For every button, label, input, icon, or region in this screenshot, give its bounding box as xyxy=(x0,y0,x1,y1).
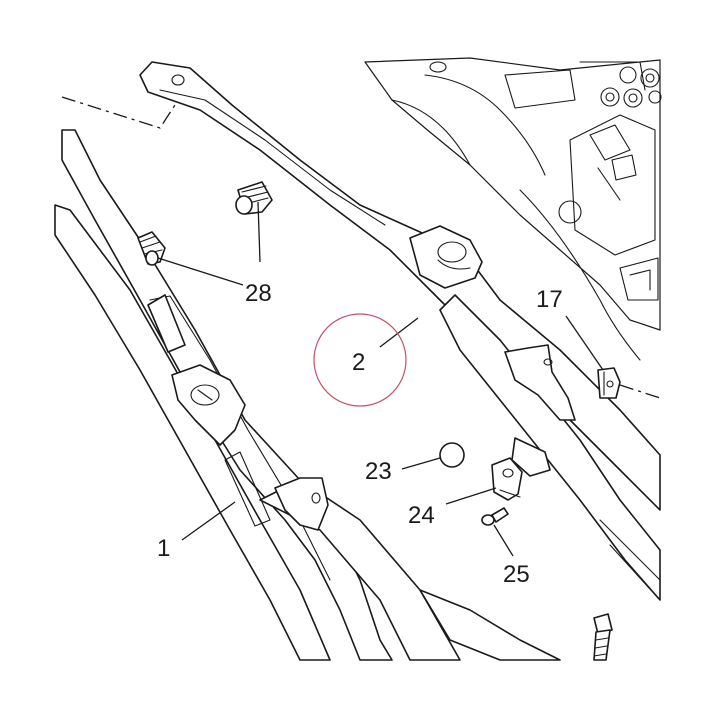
leader-28-b xyxy=(157,257,244,286)
reference-line-right xyxy=(619,384,661,399)
bracket-24 xyxy=(491,457,523,501)
engine-assembly xyxy=(364,57,662,361)
callout-17: 17 xyxy=(536,286,563,313)
callout-25: 25 xyxy=(503,561,530,588)
washer-23 xyxy=(439,442,465,468)
leader-28-a xyxy=(257,201,261,263)
callout-28: 28 xyxy=(245,280,272,307)
callout-2: 2 xyxy=(352,349,365,376)
clip-17 xyxy=(597,367,621,399)
leader-lines xyxy=(157,201,604,557)
reference-line-top xyxy=(61,96,176,129)
callout-23: 23 xyxy=(365,458,392,485)
leader-2 xyxy=(379,317,419,348)
screw-25 xyxy=(481,507,509,526)
rail-bracket-right xyxy=(504,344,576,477)
callout-24: 24 xyxy=(408,502,435,529)
main-frame xyxy=(54,129,561,661)
leader-25 xyxy=(493,524,514,557)
highlight-circle-2 xyxy=(313,313,407,407)
bolt-bottom xyxy=(593,613,613,661)
leader-24 xyxy=(445,487,497,505)
leader-23 xyxy=(401,457,441,470)
callout-1: 1 xyxy=(157,535,170,562)
leader-17 xyxy=(565,315,604,371)
plug-28-b xyxy=(137,231,166,266)
leader-1 xyxy=(181,501,236,541)
plug-28-a xyxy=(235,181,273,215)
